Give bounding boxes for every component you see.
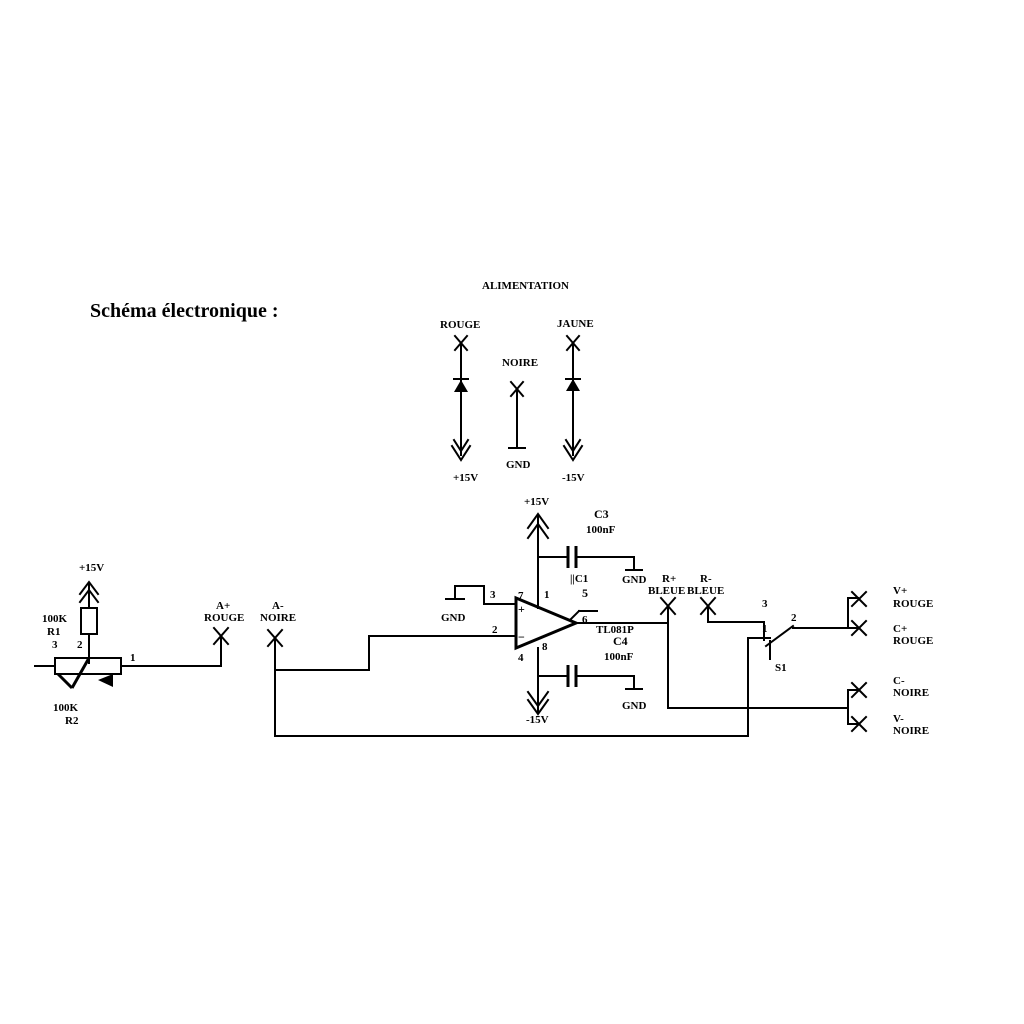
- v-plus-color-label: ROUGE: [893, 598, 933, 610]
- a-plus-color-label: ROUGE: [204, 612, 244, 624]
- opamp-pin4-label: 4: [518, 652, 524, 664]
- noire-label: NOIRE: [502, 357, 538, 369]
- switch-s1: 3 2 1 S1: [747, 598, 849, 674]
- opamp-minus15-label: -15V: [526, 714, 549, 726]
- r-plus-label: R+: [662, 573, 676, 585]
- r2-value-label: 100K: [53, 702, 79, 714]
- r-minus-wire: [707, 605, 763, 623]
- plus15-label: +15V: [453, 472, 478, 484]
- power-supply-block: ALIMENTATION ROUGE +15V NOIRE GND JAUNE: [440, 280, 594, 484]
- c-plus-cross: [850, 619, 868, 637]
- pot-wiper-stroke-left: [56, 672, 74, 690]
- jaune-diode-symbol: [565, 378, 581, 391]
- left-gnd-label: GND: [441, 612, 466, 624]
- opamp-pin5-label: 5: [582, 586, 588, 600]
- r-minus-label: R-: [700, 573, 712, 585]
- minus15-arrow: [562, 438, 584, 462]
- c3-gnd-label: GND: [622, 574, 647, 586]
- v-minus-color-label: NOIRE: [893, 725, 929, 737]
- opamp-pin7-label: 7: [518, 590, 524, 602]
- c3-value-label: 100nF: [586, 524, 616, 536]
- switch-pin3-label: 3: [762, 598, 768, 610]
- rouge-label: ROUGE: [440, 319, 480, 331]
- r-minus-color-label: BLEUE: [687, 585, 724, 597]
- rouge-diode-symbol: [453, 378, 469, 392]
- noninverting-input-gnd-wire: [454, 585, 515, 605]
- opamp-pin6-label: 6: [582, 614, 588, 626]
- c-minus-label: C-: [893, 675, 905, 687]
- r-plus-wire: [667, 605, 849, 709]
- r1-name-label: R1: [47, 626, 60, 638]
- opamp-part-label: TL081P: [596, 624, 634, 636]
- c-plus-label: C+: [893, 623, 907, 635]
- switch-lever: [764, 624, 795, 648]
- opamp-section: +15V C3 100nF GND ||C1 5 1 GND 3 + − 7: [441, 496, 647, 726]
- opamp-pin1-label: 1: [544, 589, 550, 601]
- c4-name-label: C4: [613, 634, 628, 648]
- connector-r-plus: R+ BLEUE: [648, 573, 849, 709]
- opamp-pin8-label: 8: [542, 641, 548, 653]
- gnd-label: GND: [506, 459, 531, 471]
- schematic-title: Schéma électronique :: [90, 300, 279, 322]
- c-minus-color-label: NOIRE: [893, 687, 929, 699]
- switch-name-label: S1: [775, 662, 787, 674]
- connector-a-minus: A- NOIRE: [260, 600, 296, 648]
- opamp-pin2-label: 2: [492, 624, 498, 636]
- c4-gnd-label: GND: [622, 700, 647, 712]
- pot-pin3-label: 3: [52, 639, 58, 651]
- v-minus-label: V-: [893, 713, 904, 725]
- c-plus-color-label: ROUGE: [893, 635, 933, 647]
- opamp-pin3-label: 3: [490, 589, 496, 601]
- r1-resistor: [80, 607, 98, 635]
- pot-supply-label: +15V: [79, 562, 104, 574]
- right-connectors: V+ ROUGE C+ ROUGE C- NOIRE V- NOIRE: [847, 585, 933, 737]
- r-plus-color-label: BLEUE: [648, 585, 685, 597]
- power-supply-heading: ALIMENTATION: [482, 280, 569, 292]
- opamp-minus-sign: −: [518, 630, 525, 644]
- v-plus-label: V+: [893, 585, 907, 597]
- ic-name-label: ||C1: [570, 573, 588, 585]
- opamp-minus15-arrow: [526, 690, 550, 716]
- opamp-plus15-label: +15V: [524, 496, 549, 508]
- jaune-label: JAUNE: [557, 318, 594, 330]
- r2-name-label: R2: [65, 715, 79, 727]
- opamp-plus-sign: +: [518, 602, 525, 616]
- pot-pin1-label: 1: [130, 652, 136, 664]
- a-minus-label: A-: [272, 600, 284, 612]
- c3-name-label: C3: [594, 507, 609, 521]
- pot-pin2-label: 2: [77, 639, 83, 651]
- c-minus-cross: [850, 681, 868, 699]
- c4-capacitor: [537, 665, 643, 690]
- pot-adjust-arrow: [98, 674, 113, 687]
- c3-capacitor: [537, 546, 643, 571]
- v-plus-cross: [850, 590, 868, 608]
- inverting-input-wire: [274, 635, 515, 671]
- potentiometer-section: +15V 100K R1 3 2 1 100K R2: [34, 562, 222, 727]
- connector-r-minus: R- BLEUE: [687, 573, 763, 623]
- opamp-triangle: [514, 595, 580, 651]
- v-minus-cross: [850, 715, 868, 733]
- a-minus-return-wire: [274, 637, 749, 737]
- c4-value-label: 100nF: [604, 651, 634, 663]
- plus15-arrow: [450, 438, 472, 462]
- switch-pin2-label: 2: [791, 612, 797, 624]
- a-minus-color-label: NOIRE: [260, 612, 296, 624]
- minus15-label: -15V: [562, 472, 585, 484]
- r1-value-label: 100K: [42, 613, 68, 625]
- pot-wiper-stroke: [70, 657, 91, 689]
- connector-a-plus: A+ ROUGE: [204, 600, 244, 667]
- a-plus-label: A+: [216, 600, 230, 612]
